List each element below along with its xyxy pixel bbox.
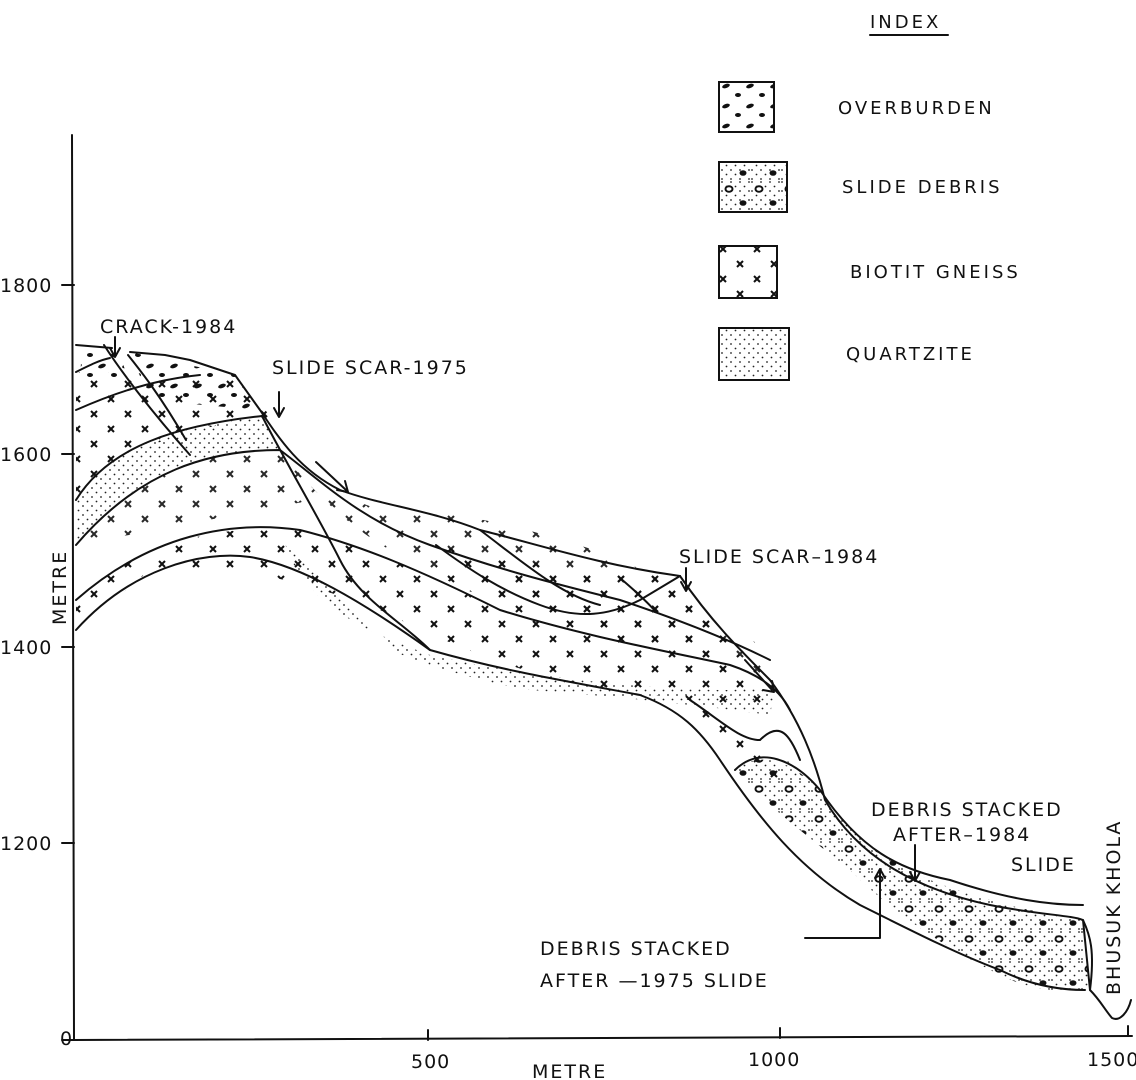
y-tick-label: 1200	[0, 833, 52, 855]
debris-after-1984-line2: AFTER–1984	[893, 824, 1031, 846]
annotation-debris-after-1975: DEBRIS STACKED AFTER —1975 SLIDE	[540, 868, 886, 992]
annotation-crack-1984: CRACK-1984	[100, 316, 237, 358]
slide-debris-swatch	[718, 161, 788, 213]
debris-after-1975-line2: AFTER —1975 SLIDE	[540, 970, 769, 992]
x-tick-label: 1000	[748, 1049, 800, 1071]
y-tick-label: 1800	[0, 275, 52, 297]
debris-after-1975-line1: DEBRIS STACKED	[540, 938, 732, 960]
slide-scar-1984-label: SLIDE SCAR–1984	[679, 546, 879, 568]
annotation-debris-after-1984: DEBRIS STACKED AFTER–1984 SLIDE	[871, 799, 1076, 882]
debris-after-1984-line1: DEBRIS STACKED	[871, 799, 1063, 821]
y-tick-label: 1400	[0, 637, 52, 659]
overburden-swatch	[718, 81, 775, 133]
legend-item-quartzite: QUARTZITE	[718, 327, 975, 381]
slide-scar-1975-label: SLIDE SCAR-1975	[272, 357, 469, 379]
biotit-gneiss-swatch	[718, 245, 778, 299]
debris-after-1984-line3: SLIDE	[1011, 854, 1076, 876]
annotation-slide-scar-1975: SLIDE SCAR-1975	[272, 357, 469, 493]
x-tick-label: 1500	[1087, 1049, 1136, 1071]
y-axis-label: METRE	[49, 550, 71, 625]
legend-item-slide-debris: SLIDE DEBRIS	[718, 161, 1003, 213]
x-axis	[73, 1025, 1133, 1041]
geologic-boundaries	[75, 344, 1132, 1020]
legend-item-overburden: OVERBURDEN	[718, 81, 995, 133]
y-tick-label: 0	[60, 1028, 73, 1050]
legend-label: OVERBURDEN	[838, 98, 995, 119]
annotation-slide-scar-1984: SLIDE SCAR–1984	[679, 546, 879, 693]
biotit-gneiss-middle	[76, 450, 785, 710]
legend-item-biotit-gneiss: BIOTIT GNEISS	[718, 245, 1021, 299]
index-legend: INDEX OVERBURDEN SLIDE DEBRIS BIOTIT GNE…	[718, 12, 1021, 381]
index-title: INDEX	[870, 12, 941, 33]
y-tick-label: 1600	[0, 444, 52, 466]
x-axis-label: METRE	[532, 1061, 607, 1080]
x-tick-label: 500	[411, 1051, 450, 1073]
quartzite-swatch	[718, 327, 790, 381]
quartzite-upper-band	[76, 416, 280, 545]
y-axis	[61, 134, 75, 1041]
legend-label: SLIDE DEBRIS	[842, 177, 1003, 198]
river-label: BHUSUK KHOLA	[1103, 820, 1125, 995]
legend-label: QUARTZITE	[846, 344, 975, 365]
legend-label: BIOTIT GNEISS	[850, 262, 1021, 283]
crack-1984-label: CRACK-1984	[100, 316, 237, 338]
